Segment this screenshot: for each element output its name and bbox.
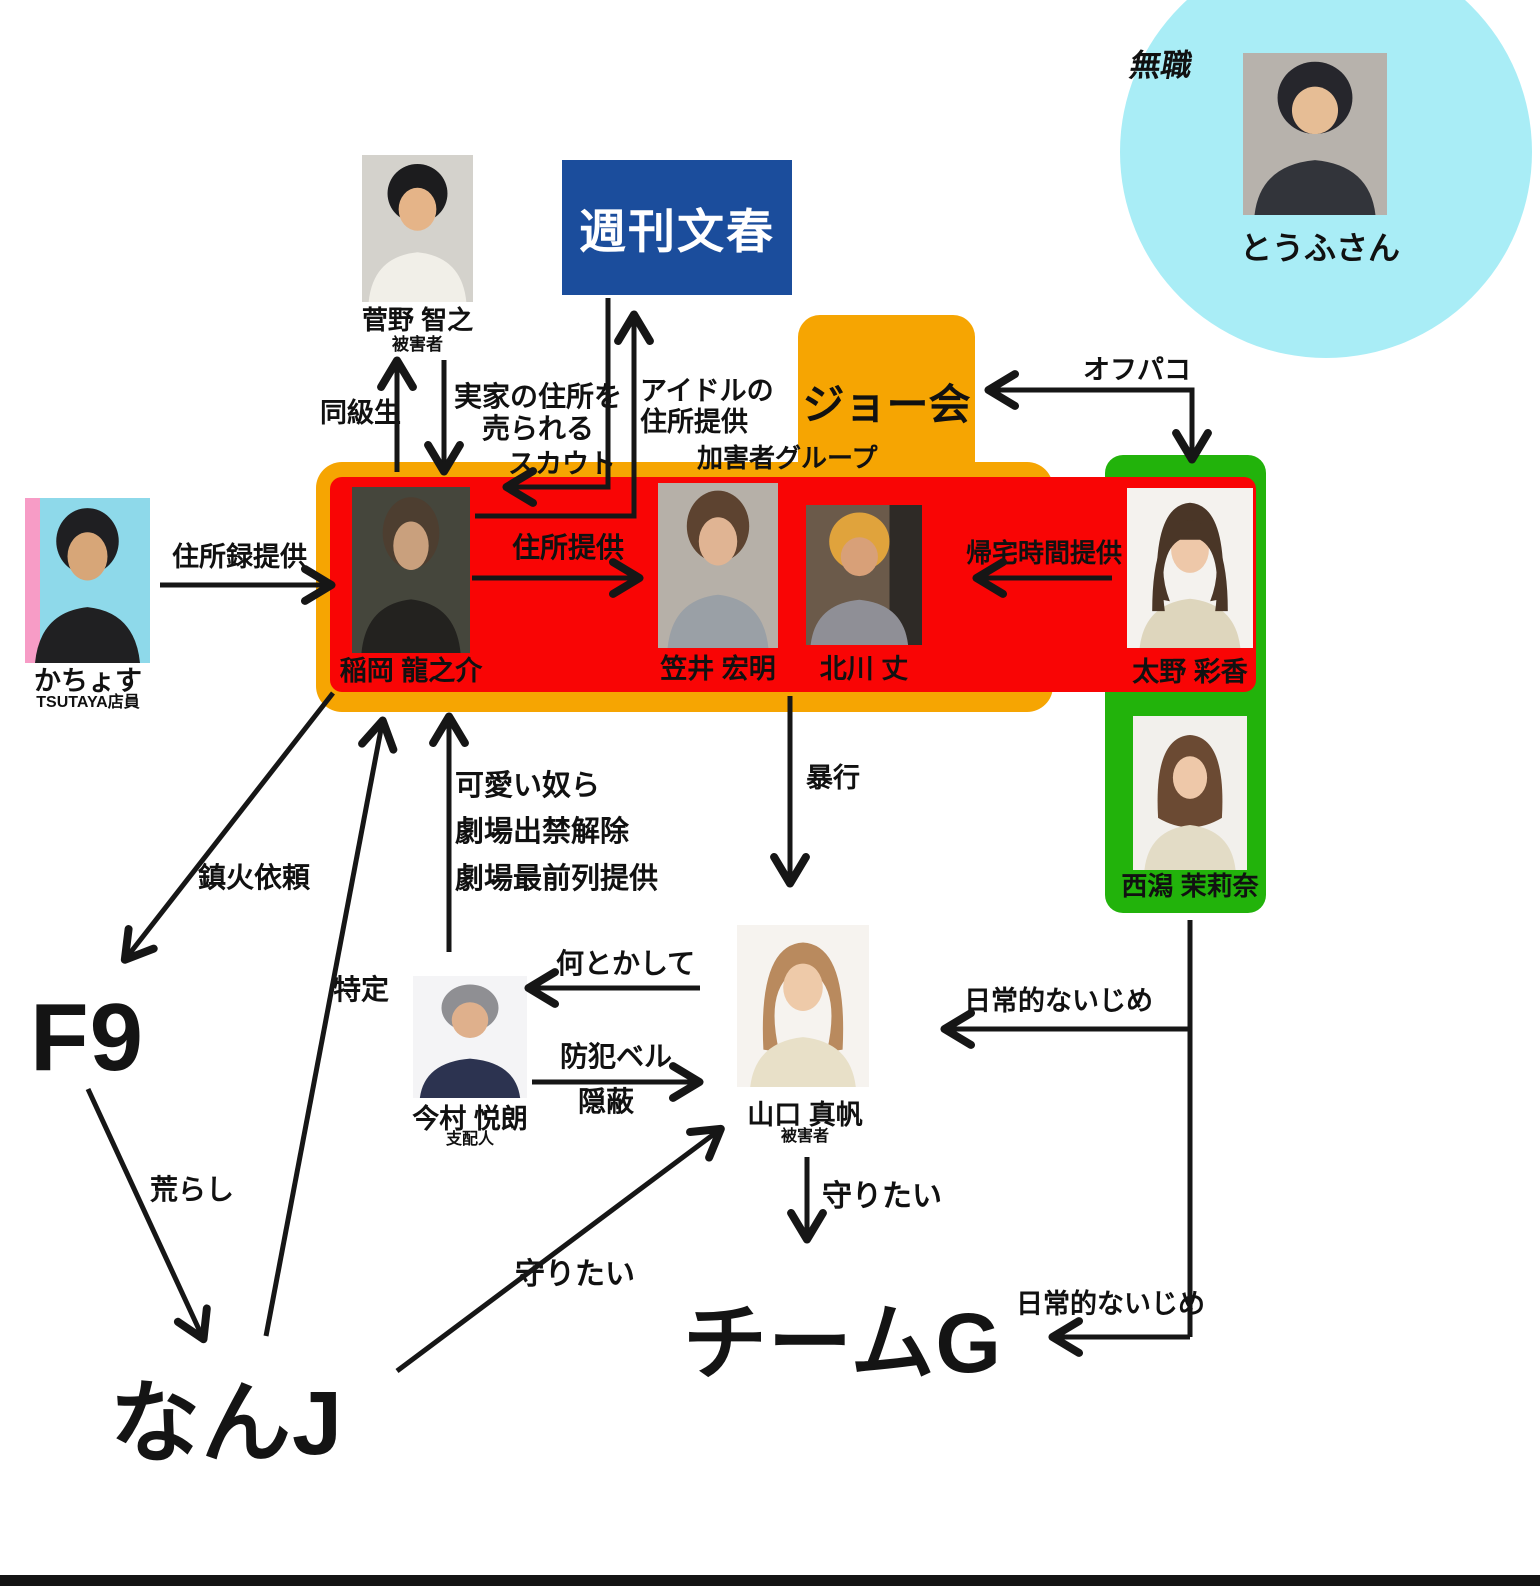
tofu-photo: [1243, 53, 1387, 215]
arrow-offline-meet: [984, 370, 1212, 464]
edge-label-daily-bullying-lower: 日常的ないじめ: [1016, 1289, 1205, 1319]
tofu-circle-group: 無職 とうふさん: [1120, 0, 1532, 358]
edge-label-cute-2: 劇場出禁解除: [455, 816, 630, 849]
kachosu-photo: [25, 498, 150, 663]
nanj-label: なんJ: [110, 1374, 344, 1474]
edge-label-protect-yamaguchi: 守りたい: [822, 1180, 942, 1213]
kachosu-name-label: かちょす: [34, 666, 142, 696]
kitagawa-name-label: 北川 丈: [819, 654, 909, 684]
inaoka-photo: [352, 487, 470, 653]
edge-label-idol-address-1: アイドルの: [640, 376, 774, 406]
joekai-box: ジョー会: [798, 315, 975, 487]
kasai-photo: [658, 483, 778, 648]
tofu-name-label: とうふさん: [1240, 230, 1401, 266]
edge-label-offline-meet: オフパコ: [1083, 355, 1191, 385]
edge-label-home-address-1: 実家の住所を: [453, 381, 622, 412]
edge-label-troll: 荒らし: [150, 1174, 235, 1205]
assailant-group-label: 加害者グループ: [697, 443, 878, 473]
edge-label-extinguish: 鎮火依頼: [198, 862, 311, 893]
arrow-troll: [85, 1087, 211, 1344]
kachosu-role-label: TSUTAYA店員: [36, 694, 140, 711]
edge-label-protect-nanj: 守りたい: [515, 1258, 635, 1291]
yamaguchi-photo: [737, 925, 869, 1087]
joekai-label: ジョー会: [802, 380, 971, 428]
edge-label-home-address-2: 売られる: [481, 413, 594, 445]
edge-label-cute-1: 可愛い奴ら: [455, 770, 601, 802]
sugano-name-label: 菅野 智之: [361, 305, 474, 335]
kasai-name-label: 笠井 宏明: [660, 654, 776, 684]
imamura-photo: [413, 976, 527, 1098]
edge-label-cover-up: 隠蔽: [578, 1086, 635, 1117]
nishigata-photo: [1133, 716, 1247, 870]
arrow-protect-nanj: [395, 1124, 725, 1374]
kitagawa-photo: [806, 505, 922, 645]
nishigata-name-label: 西潟 茉莉奈: [1121, 871, 1259, 901]
sugano-photo: [362, 155, 473, 302]
yamaguchi-role-label: 被害者: [780, 1128, 829, 1145]
yamaguchi-name-label: 山口 真帆: [747, 1100, 863, 1130]
arrow-identify: [263, 716, 398, 1337]
edge-label-security-bell: 防犯ベル: [560, 1041, 673, 1072]
edge-label-address-book: 住所録提供: [172, 542, 307, 572]
edge-label-do-something: 何とかして: [556, 948, 696, 979]
edge-label-identify: 特定: [333, 974, 390, 1005]
tofu-tag-label: 無職: [1126, 48, 1196, 83]
teamg-label: チームG: [683, 1296, 1002, 1390]
f9-label: F9: [30, 984, 145, 1091]
edge-label-address: 住所提供: [512, 532, 625, 563]
bottom-bar: [0, 1575, 1540, 1586]
sugano-role-label: 被害者: [392, 335, 443, 354]
bunshun-label: 週刊文春: [579, 207, 775, 259]
bunshun-box: 週刊文春: [562, 160, 792, 295]
imamura-role-label: 支配人: [445, 1131, 494, 1148]
tano-photo: [1127, 488, 1253, 648]
edge-label-idol-address-2: 住所提供: [640, 407, 748, 438]
edge-label-home-time: 帰宅時間提供: [966, 538, 1123, 568]
edge-label-assault: 暴行: [806, 763, 860, 793]
edge-label-daily-bullying-upper: 日常的ないじめ: [964, 986, 1153, 1016]
edge-label-scout: スカウト: [508, 449, 616, 479]
tano-name-label: 太野 彩香: [1132, 657, 1248, 687]
edge-label-classmate: 同級生: [320, 398, 401, 428]
edge-label-cute-3: 劇場最前列提供: [455, 862, 659, 895]
inaoka-name-label: 稲岡 龍之介: [339, 656, 483, 686]
arrow-extinguish-request: [120, 691, 335, 964]
